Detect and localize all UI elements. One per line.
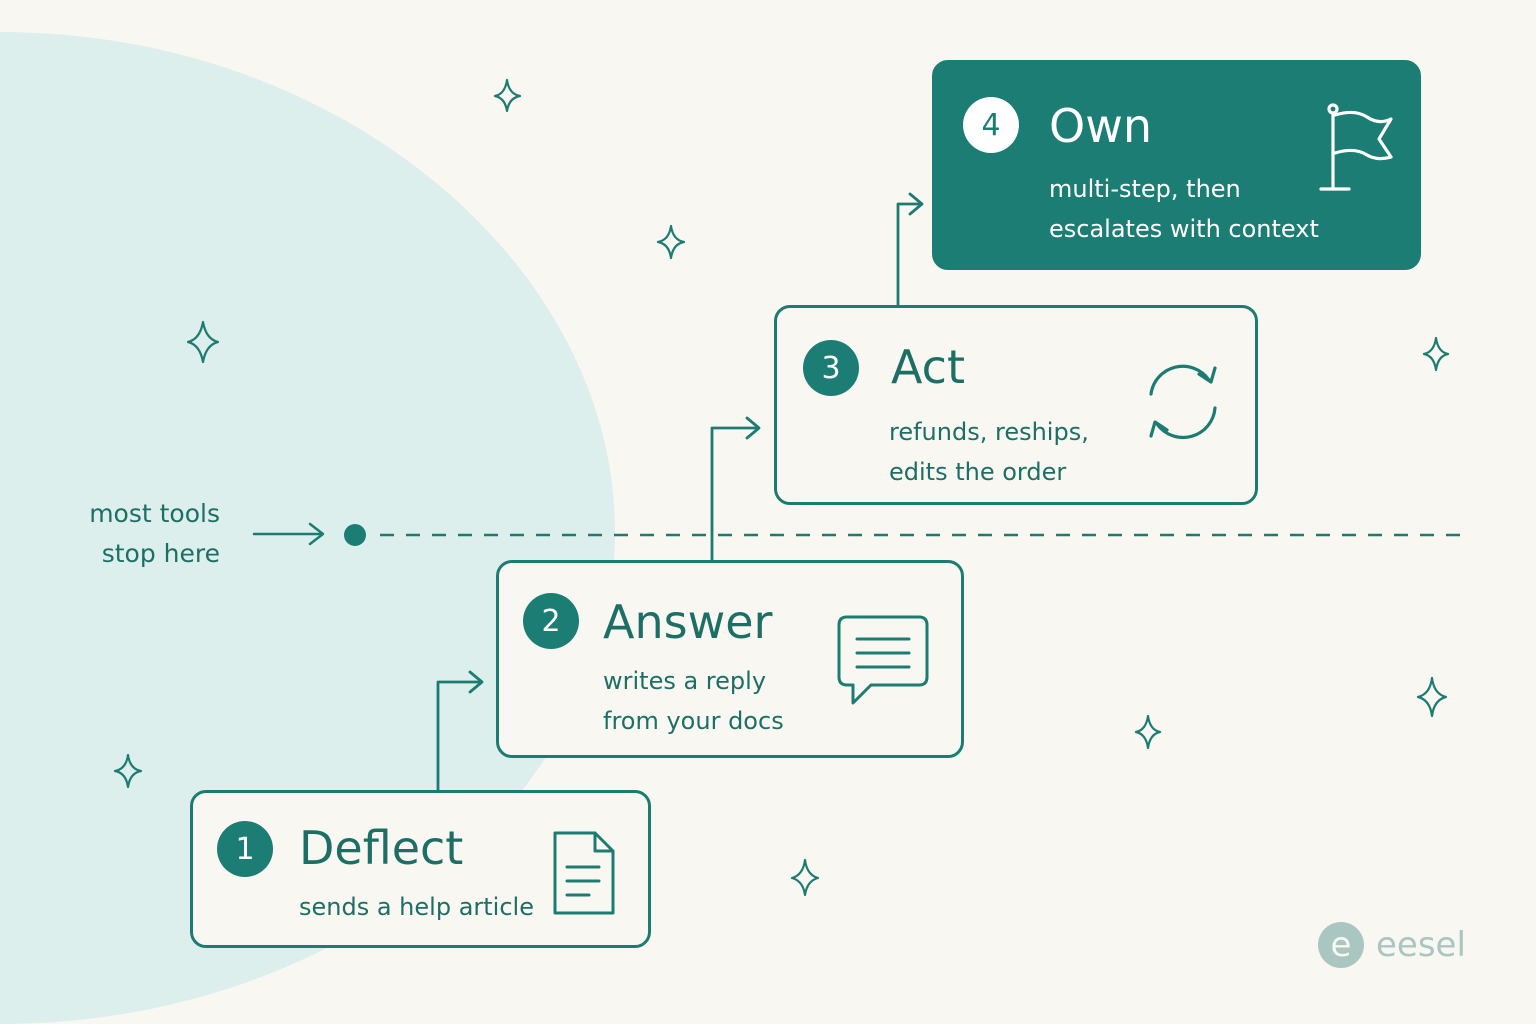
eesel-logo-icon: e [1318, 922, 1364, 968]
step-description-line: multi-step, then [1049, 175, 1241, 203]
threshold-note: most tools stop here [70, 494, 220, 574]
step-card-deflect: 1 Deflect sends a help article [190, 790, 651, 948]
step-description: sends a help article [299, 887, 534, 927]
step-number-badge: 1 [217, 821, 273, 877]
brand-name: eesel [1376, 925, 1466, 965]
step-description-line: sends a help article [299, 893, 534, 921]
threshold-note-line: stop here [101, 539, 220, 568]
threshold-arrow [252, 522, 325, 546]
document-icon [553, 831, 615, 915]
step-description: refunds, reships, edits the order [889, 412, 1089, 492]
refresh-icon [1149, 364, 1217, 440]
step-title: Own [1049, 99, 1152, 153]
step-description-line: from your docs [603, 707, 784, 735]
step-connectors [436, 192, 924, 792]
step-description: multi-step, then escalates with context [1049, 169, 1319, 249]
sparkle-icons [113, 78, 1450, 897]
step-title: Deflect [299, 821, 464, 875]
step-card-act: 3 Act refunds, reships, edits the order [774, 305, 1258, 505]
step-description-line: refunds, reships, [889, 418, 1089, 446]
step-number-badge: 4 [963, 97, 1019, 153]
threshold-note-line: most tools [89, 499, 220, 528]
step-card-own: 4 Own multi-step, then escalates with co… [932, 60, 1421, 270]
step-number-badge: 2 [523, 593, 579, 649]
step-number-badge: 3 [803, 340, 859, 396]
step-title: Act [891, 340, 965, 394]
step-card-answer: 2 Answer writes a reply from your docs [496, 560, 964, 758]
step-description: writes a reply from your docs [603, 661, 784, 741]
flag-icon [1319, 103, 1393, 191]
chat-bubble-icon [837, 615, 929, 705]
brand-logo: e eesel [1318, 922, 1466, 968]
step-description-line: edits the order [889, 458, 1067, 486]
step-description-line: escalates with context [1049, 215, 1319, 243]
step-title: Answer [603, 595, 773, 649]
threshold-dot [344, 524, 366, 546]
step-description-line: writes a reply [603, 667, 767, 695]
